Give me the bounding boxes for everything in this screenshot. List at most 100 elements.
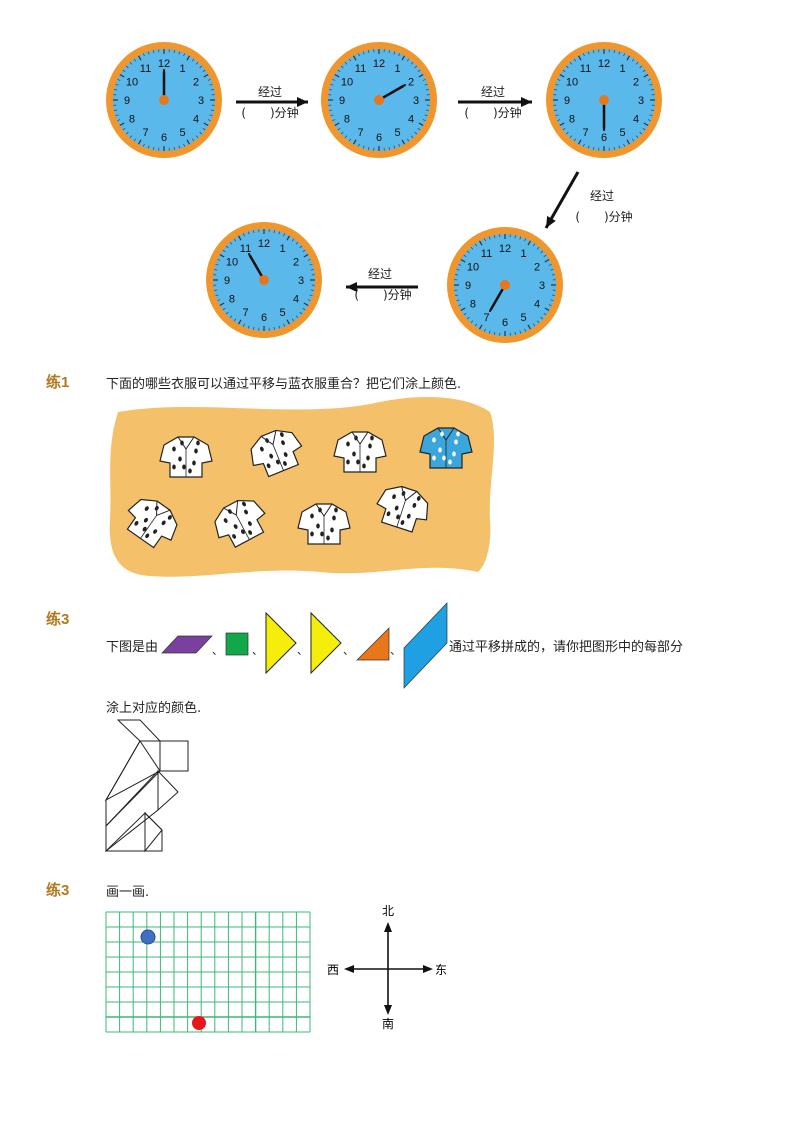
clock-hand (378, 84, 406, 101)
clock-number: 12 (373, 58, 385, 70)
clock-tick (388, 50, 390, 54)
clock-tick (470, 320, 474, 324)
clock-tick (207, 78, 211, 81)
clock-tick (368, 50, 370, 54)
clock-tick (425, 89, 429, 91)
clock-tick (334, 122, 340, 127)
clock-number: 10 (126, 77, 138, 89)
clock-tick (618, 145, 621, 149)
clock-number: 4 (193, 114, 199, 126)
clock-tick (456, 268, 460, 271)
clock-tick (613, 146, 615, 150)
clock-number: 3 (539, 280, 545, 292)
clock-tick (417, 127, 421, 131)
clock-tick (418, 122, 424, 127)
clock-tick (202, 69, 206, 73)
clock-number: 1 (619, 63, 625, 75)
clock-tick (278, 231, 281, 235)
clock-tick (623, 143, 626, 147)
clock-tick (532, 243, 536, 247)
exercise-1-label: 练1 (46, 374, 70, 391)
shapes-and-figure (104, 602, 448, 853)
clock-tick (217, 258, 221, 261)
arrow-label-top: 经过 (590, 189, 614, 203)
clock-tick (247, 325, 250, 329)
clock-tick (635, 135, 639, 139)
clock-tick (199, 131, 203, 135)
clock-tick (222, 249, 226, 253)
clock-number: 11 (355, 63, 366, 75)
clock-tick (147, 145, 150, 149)
clock-tick (540, 316, 544, 320)
clock-tick (649, 83, 653, 86)
clock-tick (209, 83, 213, 86)
clock-tick (393, 145, 396, 149)
clock-tick (222, 307, 226, 311)
clock-number: 11 (140, 63, 151, 75)
clock-tick (456, 299, 460, 302)
clock-number: 1 (394, 63, 400, 75)
clock-tick (344, 135, 348, 139)
clock-hand (248, 253, 265, 281)
clock-number: 6 (502, 317, 508, 329)
clock-tick (543, 312, 547, 316)
exercise-2-label: 练3 (46, 611, 70, 628)
clock-tick (337, 127, 341, 131)
exercise-2-text-before: 下图是由 (106, 640, 159, 655)
clock-number: 6 (261, 312, 267, 324)
clock-number: 2 (534, 262, 540, 274)
clock-tick (307, 258, 311, 261)
clock-tick (554, 109, 558, 111)
blue-parallelogram (403, 602, 448, 689)
clock-tick (283, 323, 286, 327)
clock-number: 1 (179, 63, 185, 75)
clock-tick (117, 119, 121, 122)
compass (344, 922, 433, 1015)
clock-tick (573, 138, 577, 142)
arrow-label-bottom: ( )分钟 (241, 105, 298, 120)
clock-tick (214, 269, 218, 271)
exercise-1-text: 下面的哪些衣服可以通过平移与蓝衣服重合？把它们涂上颜色. (106, 377, 462, 392)
exercise-2-text-after: 通过平移拼成的，请你把图形中的每部分 (449, 640, 684, 655)
clock-number: 7 (483, 312, 489, 324)
clock-number: 5 (619, 127, 625, 139)
clock-number: 9 (339, 95, 345, 107)
clock-number: 4 (293, 294, 299, 306)
clock-tick (242, 233, 245, 237)
clock-tick (242, 323, 245, 327)
clock-center (374, 95, 384, 105)
clock-tick (414, 131, 418, 135)
clock-tick (330, 114, 334, 117)
clock-tick (117, 78, 121, 81)
clock-tick (153, 146, 155, 150)
clock-tick (219, 302, 225, 307)
clock-tick (618, 51, 621, 55)
red-dot (192, 1016, 206, 1030)
clock-number: 2 (408, 77, 414, 89)
clock-tick (647, 119, 651, 122)
clock-tick (237, 235, 242, 241)
clock-tick (559, 73, 565, 78)
clock-tick (129, 135, 133, 139)
clock-tick (119, 73, 125, 78)
clock-tick (219, 253, 225, 258)
clock-center (500, 280, 510, 290)
clock-tick (362, 51, 365, 55)
clock-tick (340, 131, 344, 135)
clock-number: 10 (467, 262, 479, 274)
clock-tick (183, 53, 186, 57)
clock-tick (544, 307, 550, 312)
clock-tick (310, 289, 314, 291)
clock-number: 9 (465, 280, 471, 292)
white-shirt (214, 499, 266, 548)
clock-tick (309, 263, 313, 266)
clock-tick (344, 61, 348, 65)
clock-tick (203, 122, 209, 127)
compass-north: 北 (382, 904, 394, 918)
tangram-figure (104, 719, 189, 853)
clock-tick (554, 89, 558, 91)
clock-tick (291, 318, 295, 322)
clock-tick (642, 127, 646, 131)
white-shirt (333, 431, 387, 473)
